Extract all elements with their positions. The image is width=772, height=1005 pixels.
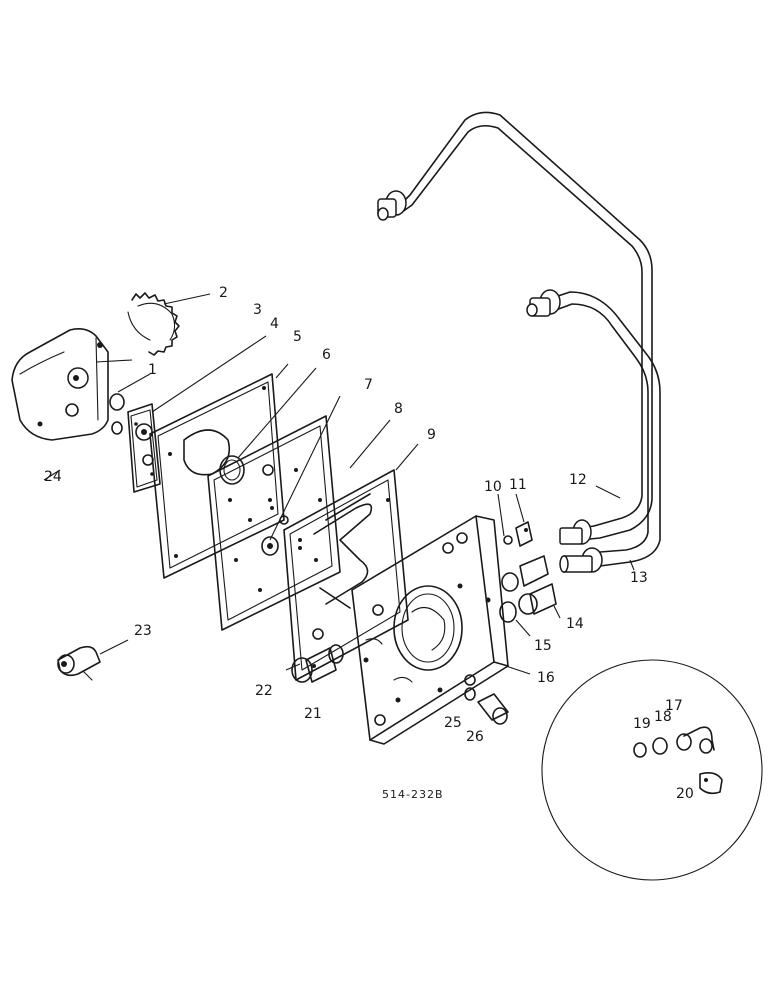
fitting-21-22 <box>291 644 344 683</box>
gasket-8 <box>283 469 409 681</box>
adapter-14 <box>501 555 557 615</box>
plug-26 <box>477 693 509 725</box>
callout-7: 7 <box>364 377 373 393</box>
pipe-13 <box>526 289 661 567</box>
pipe-12 <box>377 111 653 541</box>
callout-1: 1 <box>148 362 157 378</box>
callout-3: 3 <box>253 302 262 318</box>
leader-lines <box>43 293 635 675</box>
valve-body-16 <box>351 515 509 745</box>
o-ring-25 <box>464 687 476 701</box>
separator-plate-7 <box>207 415 341 631</box>
gasket-5 <box>149 373 285 579</box>
o-ring-1 <box>109 393 125 435</box>
callout-24: 24 <box>44 469 62 485</box>
callout-25: 25 <box>444 715 462 731</box>
callout-5: 5 <box>293 329 302 345</box>
callout-10: 10 <box>484 479 502 495</box>
callout-16: 16 <box>537 670 555 686</box>
callout-18: 18 <box>654 709 672 725</box>
callout-19: 19 <box>633 716 651 732</box>
callout-4: 4 <box>270 316 279 332</box>
callout-17: 17 <box>665 698 683 714</box>
callout-2: 2 <box>219 285 228 301</box>
callout-20: 20 <box>676 786 694 802</box>
inset-detail <box>541 659 763 881</box>
gear-2 <box>127 292 180 356</box>
seal-ring <box>261 536 279 556</box>
callout-22: 22 <box>255 683 273 699</box>
callout-9: 9 <box>427 427 436 443</box>
callout-21: 21 <box>304 706 322 722</box>
cover-housing <box>11 328 109 441</box>
pipe-fittings <box>559 519 603 573</box>
callout-14: 14 <box>566 616 584 632</box>
callout-23: 23 <box>134 623 152 639</box>
callout-15: 15 <box>534 638 552 654</box>
o-ring-15 <box>499 601 517 623</box>
callout-12: 12 <box>569 472 587 488</box>
callout-26: 26 <box>466 729 484 745</box>
plate-4 <box>127 403 161 493</box>
callout-11: 11 <box>509 477 527 493</box>
reference-code: 514-232B <box>382 788 444 801</box>
fitting-23 <box>57 645 101 681</box>
fitting-10-11 <box>503 521 533 547</box>
callout-8: 8 <box>394 401 403 417</box>
callout-6: 6 <box>322 347 331 363</box>
callout-13: 13 <box>630 570 648 586</box>
